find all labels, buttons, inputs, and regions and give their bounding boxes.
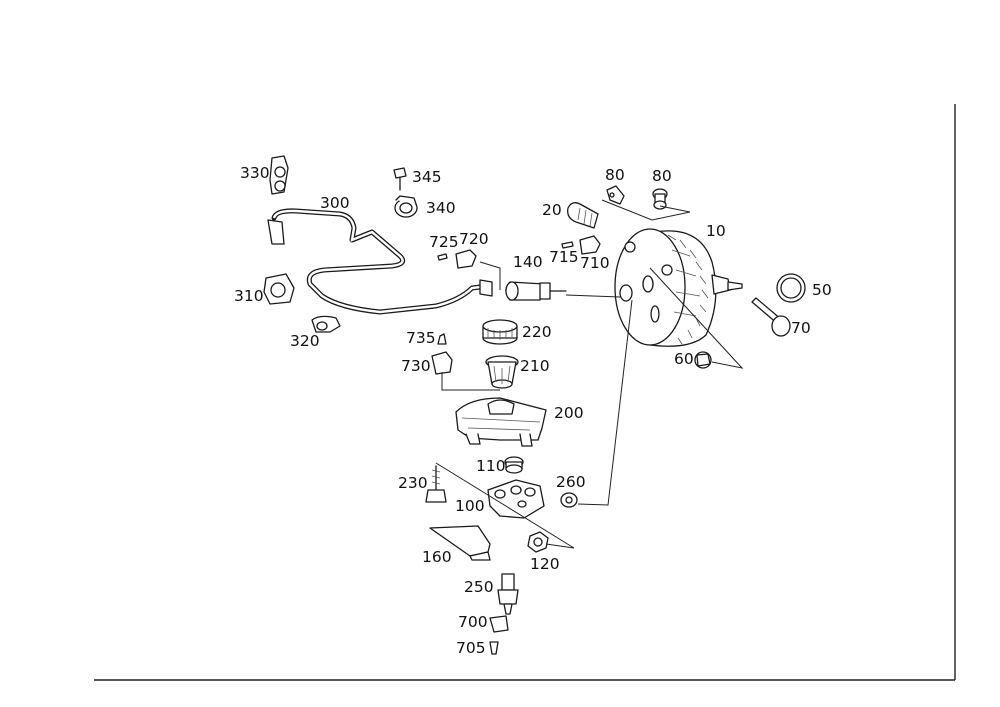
label-210: 210 (520, 357, 550, 375)
brake-booster-part-10[interactable] (614, 228, 743, 347)
label-310: 310 (234, 287, 264, 305)
vacuum-hose-part-300[interactable] (267, 208, 493, 315)
boot-part-20[interactable] (567, 202, 599, 229)
label-80b: 80 (652, 167, 672, 185)
label-320: 320 (290, 332, 320, 350)
label-705: 705 (456, 639, 486, 657)
label-10: 10 (706, 222, 726, 240)
connector-part-700[interactable] (489, 615, 509, 633)
label-200: 200 (554, 404, 584, 422)
clip-part-330[interactable] (269, 155, 289, 195)
label-735: 735 (406, 329, 436, 347)
label-140: 140 (513, 253, 543, 271)
holder-part-310[interactable] (263, 273, 295, 305)
label-160: 160 (422, 548, 452, 566)
pin-part-715[interactable] (561, 241, 574, 249)
cap-part-60[interactable] (694, 351, 712, 369)
clip-part-320[interactable] (311, 315, 341, 333)
label-50: 50 (812, 281, 832, 299)
label-345: 345 (412, 168, 442, 186)
reservoir-cap-part-220[interactable] (482, 319, 518, 345)
label-120: 120 (530, 555, 560, 573)
label-725: 725 (429, 233, 459, 251)
sensor-part-140[interactable] (505, 281, 567, 301)
clamp-part-340[interactable] (394, 195, 418, 218)
label-20: 20 (542, 201, 562, 219)
pressure-sensor-part-250[interactable] (497, 573, 519, 615)
bracket-part-160[interactable] (429, 525, 491, 561)
bolt-part-230[interactable] (425, 465, 447, 503)
pin-part-735[interactable] (437, 333, 447, 345)
bracket-part-80a[interactable] (606, 185, 625, 205)
connector-part-710[interactable] (579, 235, 601, 255)
label-250: 250 (464, 578, 494, 596)
label-700: 700 (458, 613, 488, 631)
screw-part-345[interactable] (393, 167, 407, 191)
seal-ring-part-50[interactable] (776, 273, 806, 303)
pin-part-705[interactable] (489, 641, 499, 655)
label-80a: 80 (605, 166, 625, 184)
connector-part-730[interactable] (431, 351, 453, 375)
leader-lines (435, 199, 744, 549)
part-labels: 10 20 50 60 70 80 80 100 110 120 140 160… (234, 164, 832, 657)
label-260: 260 (556, 473, 586, 491)
washer-part-260[interactable] (560, 492, 578, 508)
label-340: 340 (426, 199, 456, 217)
label-230: 230 (398, 474, 428, 492)
label-110: 110 (476, 457, 506, 475)
label-720: 720 (459, 230, 489, 248)
nut-part-120[interactable] (527, 531, 549, 553)
label-715: 715 (549, 248, 579, 266)
bolt-part-70[interactable] (751, 297, 791, 337)
filter-part-210[interactable] (485, 355, 519, 389)
label-330: 330 (240, 164, 270, 182)
label-710: 710 (580, 254, 610, 272)
label-60: 60 (674, 350, 694, 368)
seal-part-110[interactable] (504, 456, 524, 474)
master-cylinder-part-100[interactable] (487, 479, 545, 519)
connector-part-720[interactable] (455, 249, 477, 269)
label-300: 300 (320, 194, 350, 212)
reservoir-part-200[interactable] (455, 397, 547, 447)
pin-part-725[interactable] (437, 253, 448, 261)
label-730: 730 (401, 357, 431, 375)
label-220: 220 (522, 323, 552, 341)
label-70: 70 (791, 319, 811, 337)
label-100: 100 (455, 497, 485, 515)
